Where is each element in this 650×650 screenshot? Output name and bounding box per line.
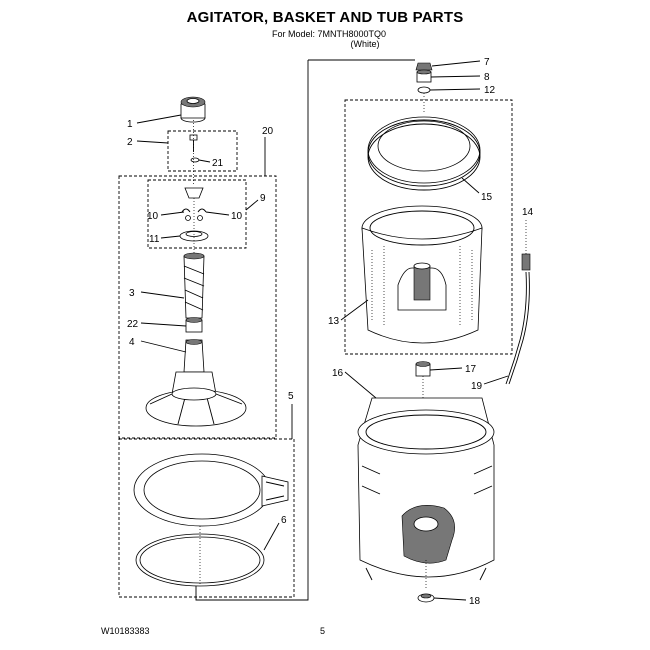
part-auger <box>183 252 205 319</box>
callout-10-left: 10 <box>147 211 159 222</box>
model-number: For Model: 7MNTH8000TQ0 <box>271 29 387 39</box>
callout-11: 11 <box>149 234 160 245</box>
part-hose <box>505 220 531 385</box>
group-box-9 <box>147 179 247 249</box>
document-number: W10183383 <box>101 626 150 636</box>
callout-19: 19 <box>471 381 483 392</box>
part-bearing <box>185 317 203 333</box>
callout-9: 9 <box>260 193 266 204</box>
callout-14: 14 <box>522 207 534 218</box>
group-box-5 <box>118 438 295 598</box>
callout-10-right: 10 <box>231 211 243 222</box>
callout-17: 17 <box>465 364 477 375</box>
callout-22: 22 <box>127 319 139 330</box>
callout-18: 18 <box>469 596 481 607</box>
callout-3: 3 <box>129 288 135 299</box>
part-washer <box>417 86 431 114</box>
callout-5: 5 <box>288 391 294 402</box>
group-box-basket <box>344 99 513 355</box>
callout-1: 1 <box>127 119 133 130</box>
callout-16: 16 <box>332 368 344 379</box>
model-color: (White) <box>350 39 380 49</box>
callout-6: 6 <box>281 515 287 526</box>
callout-21: 21 <box>212 158 224 169</box>
callout-13: 13 <box>328 316 340 327</box>
callout-15: 15 <box>481 192 493 203</box>
callout-12: 12 <box>484 85 496 96</box>
leader-lines <box>136 60 509 601</box>
part-outer-tub <box>357 397 495 581</box>
group-box-2 <box>167 130 238 172</box>
part-tub-seal <box>135 526 265 587</box>
part-bolt <box>189 120 200 186</box>
part-nut <box>415 62 433 71</box>
part-agitator-cap <box>180 96 206 123</box>
part-balance-ring <box>367 116 481 191</box>
group-connector-line <box>195 60 309 601</box>
callout-4: 4 <box>129 337 135 348</box>
part-agitator-base <box>145 339 247 427</box>
callout-8: 8 <box>484 72 490 83</box>
callout-20: 20 <box>262 126 274 137</box>
part-clutch <box>416 69 432 83</box>
page-number: 5 <box>320 626 326 636</box>
part-tub-ring <box>133 453 289 527</box>
page-title: AGITATOR, BASKET AND TUB PARTS <box>186 9 464 26</box>
part-agitator-dogs <box>179 187 209 260</box>
callout-7: 7 <box>484 57 490 68</box>
part-basket <box>361 205 483 344</box>
callout-2: 2 <box>127 137 133 148</box>
group-box-20 <box>118 175 277 439</box>
